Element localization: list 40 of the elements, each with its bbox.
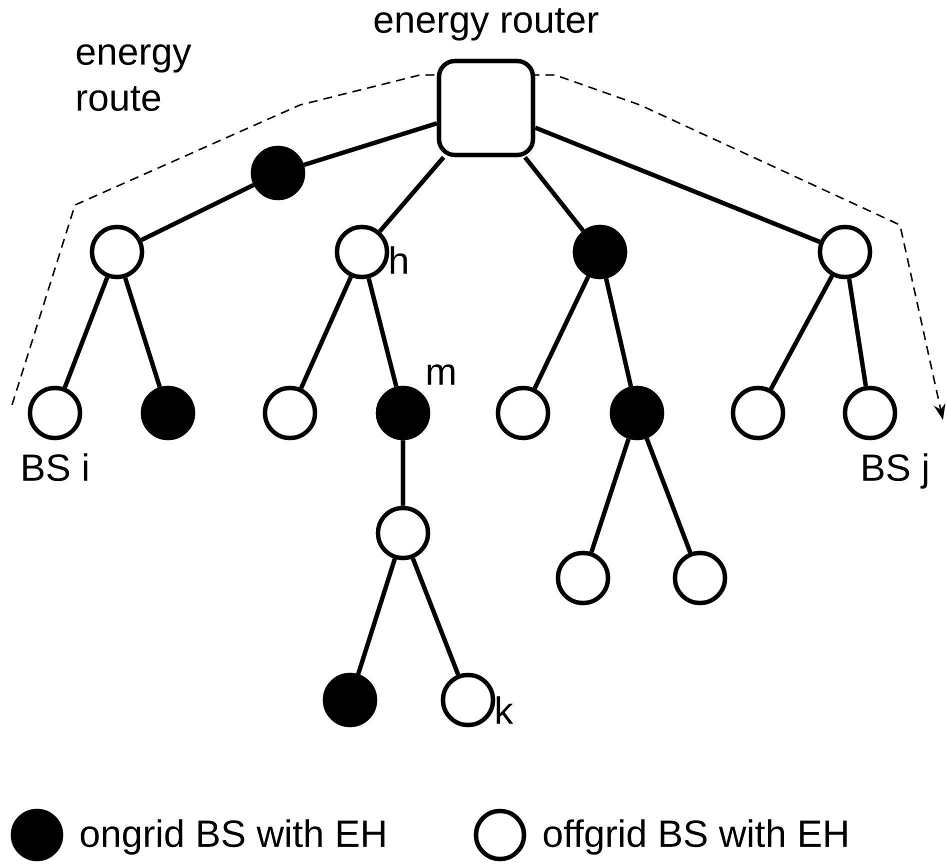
edge-line bbox=[299, 276, 353, 390]
node-circle bbox=[250, 146, 306, 200]
node-circle bbox=[90, 224, 144, 280]
node-label: k bbox=[496, 696, 514, 724]
edge-line bbox=[523, 156, 585, 232]
node-circle bbox=[730, 386, 786, 440]
node-label: m bbox=[428, 364, 454, 385]
edge-line bbox=[123, 277, 162, 388]
node-circle bbox=[262, 386, 318, 440]
edge-line bbox=[410, 558, 460, 676]
edge-line bbox=[768, 274, 834, 390]
node-circle bbox=[672, 550, 728, 606]
edge-line bbox=[532, 276, 590, 390]
node-label: BS j bbox=[863, 453, 928, 489]
node-heading: energy router bbox=[374, 8, 598, 41]
edge-line bbox=[846, 278, 868, 386]
node-circle bbox=[556, 550, 610, 606]
node-circle bbox=[140, 386, 196, 440]
legend-label: ongrid BS with EH bbox=[80, 819, 384, 855]
edge-line bbox=[378, 156, 446, 233]
edge-line bbox=[62, 276, 110, 388]
edge-line bbox=[303, 121, 438, 168]
node-circle bbox=[818, 224, 872, 280]
legend-label: offgrid BS with EH bbox=[544, 819, 847, 855]
edge-line bbox=[366, 278, 398, 388]
node-circle bbox=[376, 506, 430, 560]
edge-line bbox=[400, 440, 406, 506]
edge-line bbox=[589, 438, 631, 553]
node-circle bbox=[496, 386, 550, 440]
node-circle bbox=[572, 224, 628, 280]
node-label: BS i bbox=[23, 453, 88, 482]
node-circle bbox=[322, 672, 378, 728]
node-circle bbox=[610, 386, 664, 440]
edge-line bbox=[356, 558, 397, 675]
edge-line bbox=[644, 438, 692, 554]
edge-line bbox=[534, 126, 821, 244]
edge-line bbox=[140, 182, 255, 242]
edge-line bbox=[604, 278, 634, 387]
route-label: energy route bbox=[76, 44, 192, 112]
node-label: h bbox=[390, 246, 407, 274]
